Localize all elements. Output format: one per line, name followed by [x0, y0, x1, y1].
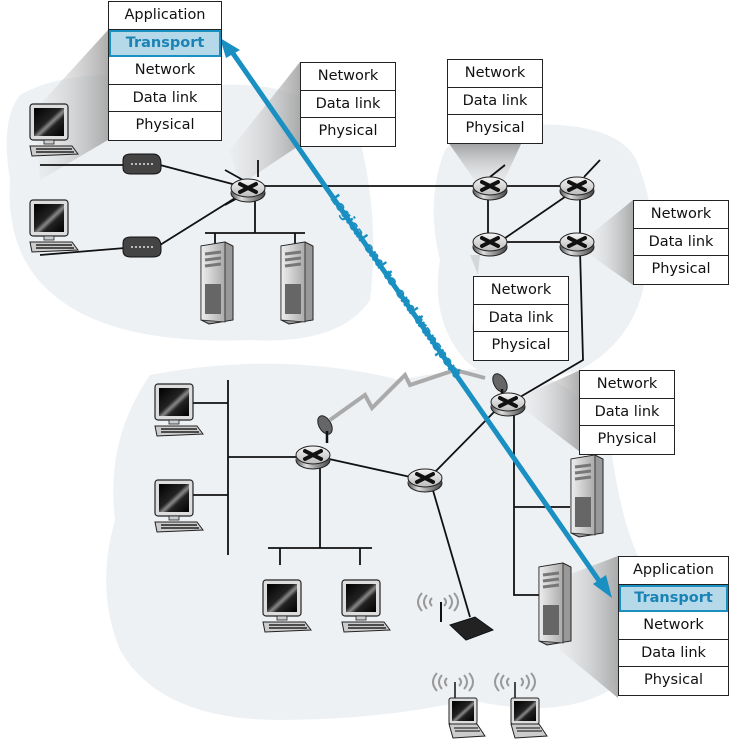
server-icon — [279, 240, 315, 326]
layer-data-link: Data link — [448, 88, 542, 115]
layer-network: Network — [580, 371, 674, 399]
layer-network: Network — [634, 201, 728, 229]
router-icon — [406, 467, 444, 494]
layer-data-link: Data link — [619, 640, 728, 667]
layer-physical: Physical — [318, 123, 378, 139]
stack-shade — [448, 142, 522, 185]
router-icon — [471, 231, 509, 258]
layer-network: Network — [619, 612, 728, 640]
router-icon — [294, 444, 332, 471]
protocol-stack-router-bottom-right: Network Data link Physical — [579, 370, 675, 455]
protocol-stack-router-middle: Network Data link Physical — [473, 276, 569, 361]
modem-icon — [122, 236, 162, 258]
layer-network: Network — [448, 60, 542, 88]
layer-physical: Physical — [135, 117, 195, 133]
layer-data-link: Data link — [109, 85, 221, 112]
server-icon — [569, 453, 605, 539]
layer-physical: Physical — [491, 337, 551, 353]
server-icon — [199, 240, 235, 326]
links — [39, 159, 601, 618]
router-icon — [229, 177, 267, 204]
layer-application: Application — [619, 557, 728, 585]
layer-physical: Physical — [597, 431, 657, 447]
layer-network: Network — [474, 277, 568, 305]
layer-transport: Transport — [109, 29, 221, 57]
stack-shade — [230, 62, 300, 185]
protocol-stack-router-left: Network Data link Physical — [300, 62, 396, 147]
protocol-stack-end-host-bottom: Application Transport Network Data link … — [618, 556, 729, 696]
layer-physical: Physical — [644, 672, 703, 688]
protocol-stack-router-top-right: Network Data link Physical — [447, 59, 543, 144]
layer-physical: Physical — [465, 120, 525, 136]
stack-shade — [525, 370, 580, 452]
router-icon — [489, 391, 527, 418]
layer-network: Network — [109, 57, 221, 85]
layer-application: Application — [109, 2, 221, 30]
router-icon — [471, 175, 509, 202]
router-icon — [558, 175, 596, 202]
laptop-icon — [448, 697, 486, 739]
layer-network: Network — [301, 63, 395, 91]
stack-shade — [590, 200, 633, 285]
layer-physical: Physical — [651, 261, 711, 277]
layer-data-link: Data link — [474, 305, 568, 332]
logical-transport-arrow — [220, 38, 612, 598]
modem-icon — [122, 153, 162, 175]
router-icon — [558, 231, 596, 258]
layer-data-link: Data link — [580, 399, 674, 426]
layer-data-link: Data link — [634, 229, 728, 256]
layer-data-link: Data link — [301, 91, 395, 118]
server-icon — [537, 561, 573, 647]
layer-transport: Transport — [619, 584, 728, 612]
wireless-access-point-icon — [440, 602, 495, 641]
protocol-stack-end-host-top: Application Transport Network Data link … — [108, 1, 222, 141]
protocol-stack-router-right: Network Data link Physical — [633, 200, 729, 285]
